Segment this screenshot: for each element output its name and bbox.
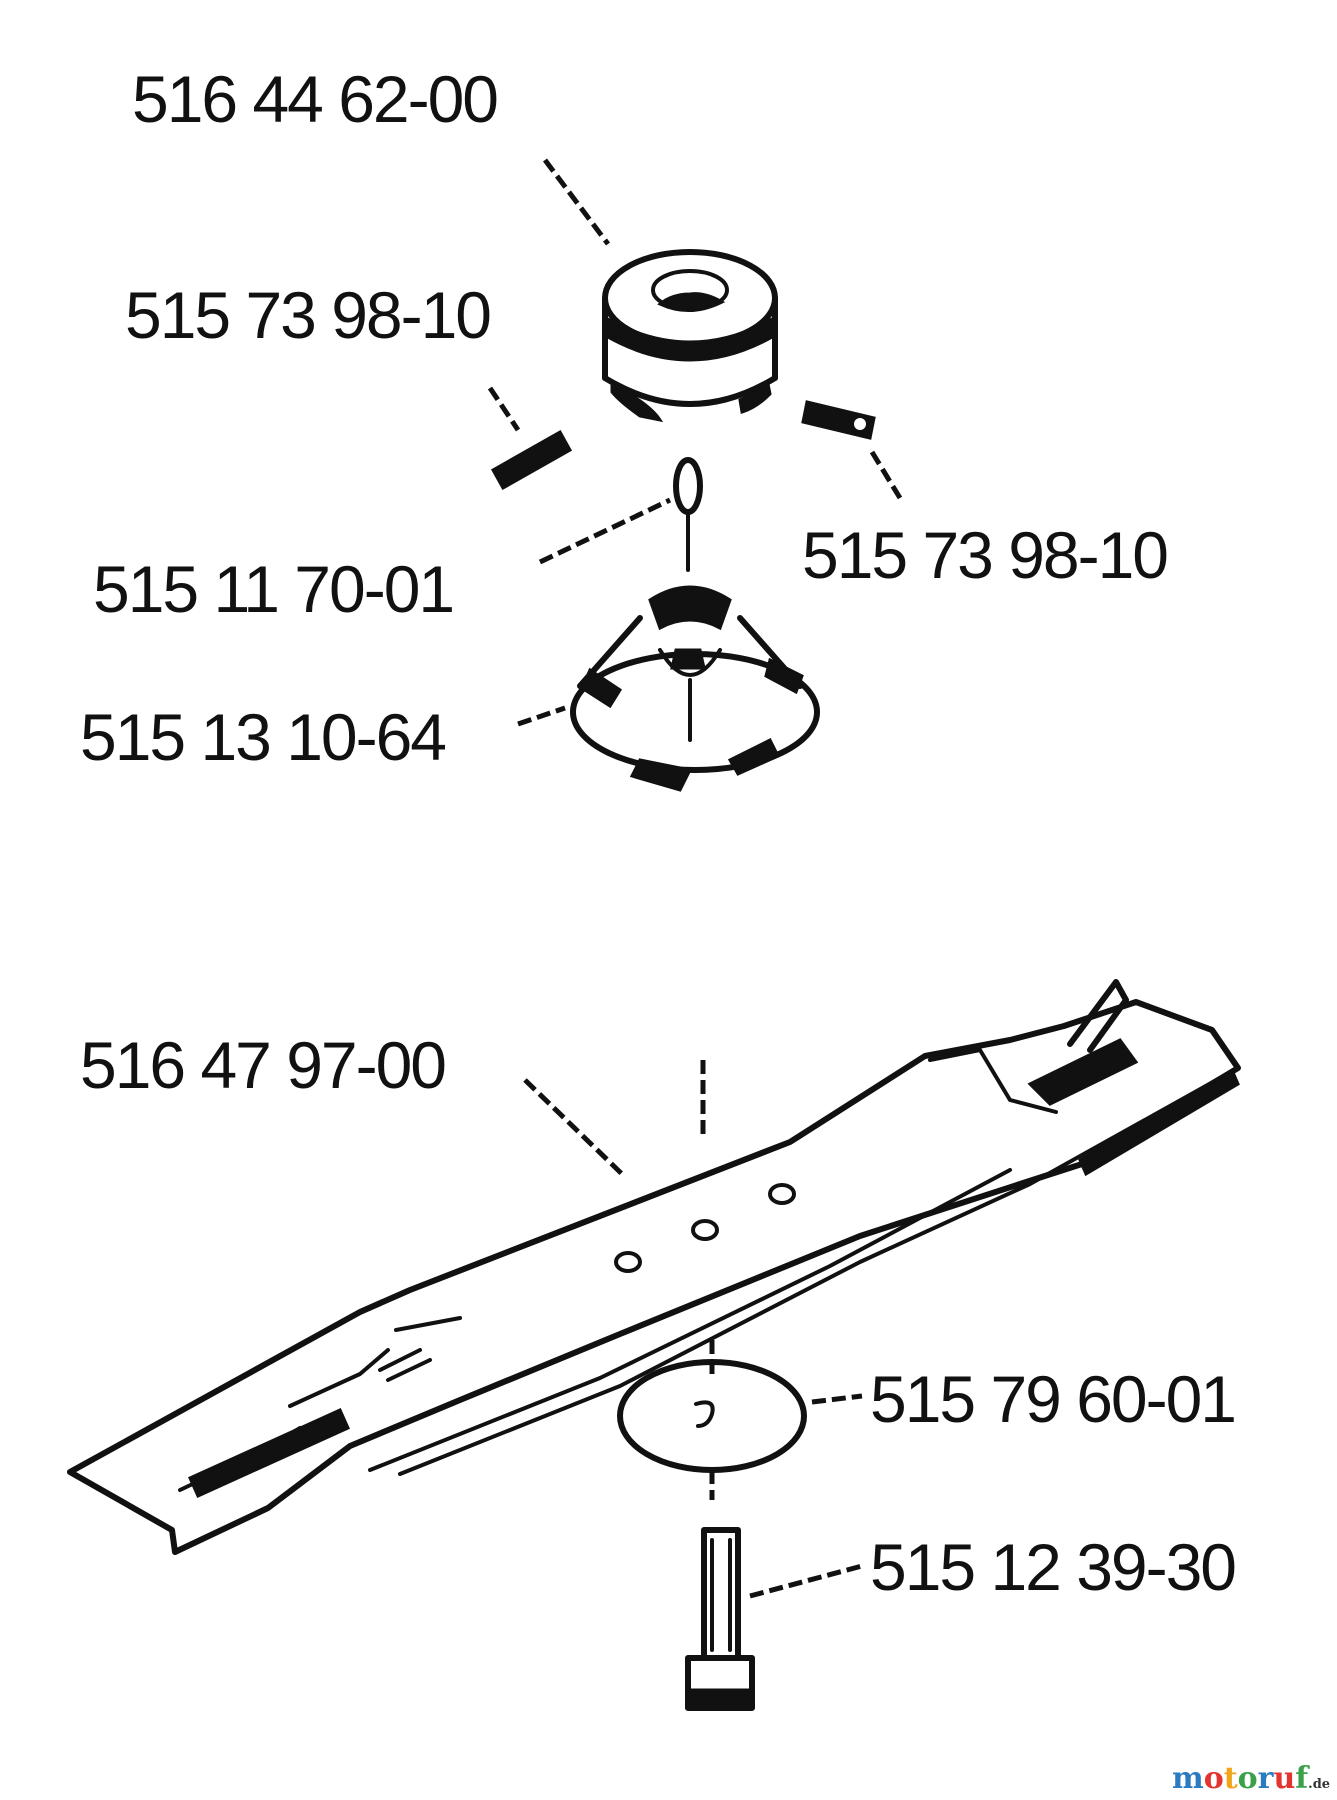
pulley-drawing: [602, 249, 778, 423]
label-washer-large: 515 79 60-01: [870, 1362, 1235, 1436]
label-fan: 515 13 10-64: [80, 700, 445, 774]
washer-small-drawing: [673, 457, 703, 572]
fan-drawing: [570, 585, 820, 792]
watermark-letter: r: [1258, 1761, 1275, 1796]
watermark-letter: m: [1172, 1761, 1204, 1796]
blade-drawing: [67, 979, 1241, 1555]
key-right-drawing: [801, 400, 876, 440]
bolt-drawing: [685, 1527, 755, 1711]
label-bolt: 515 12 39-30: [870, 1530, 1235, 1604]
watermark-logo: motoruf.de: [1172, 1761, 1330, 1796]
label-key-right: 515 73 98-10: [802, 518, 1167, 592]
watermark-letter: t: [1224, 1761, 1238, 1796]
watermark-letter: u: [1273, 1761, 1295, 1796]
key-left-drawing: [490, 429, 573, 491]
watermark-letter: f: [1295, 1761, 1310, 1796]
washer-large-drawing: [617, 1340, 807, 1500]
leader-lines: [487, 158, 903, 1599]
label-washer-small: 515 11 70-01: [93, 552, 453, 626]
label-blade: 516 47 97-00: [80, 1028, 445, 1102]
label-key-left: 515 73 98-10: [125, 278, 490, 352]
label-pulley: 516 44 62-00: [132, 62, 497, 136]
watermark-suffix: .de: [1308, 1777, 1330, 1792]
watermark-letter: o: [1238, 1761, 1258, 1796]
watermark-letter: o: [1204, 1761, 1224, 1796]
